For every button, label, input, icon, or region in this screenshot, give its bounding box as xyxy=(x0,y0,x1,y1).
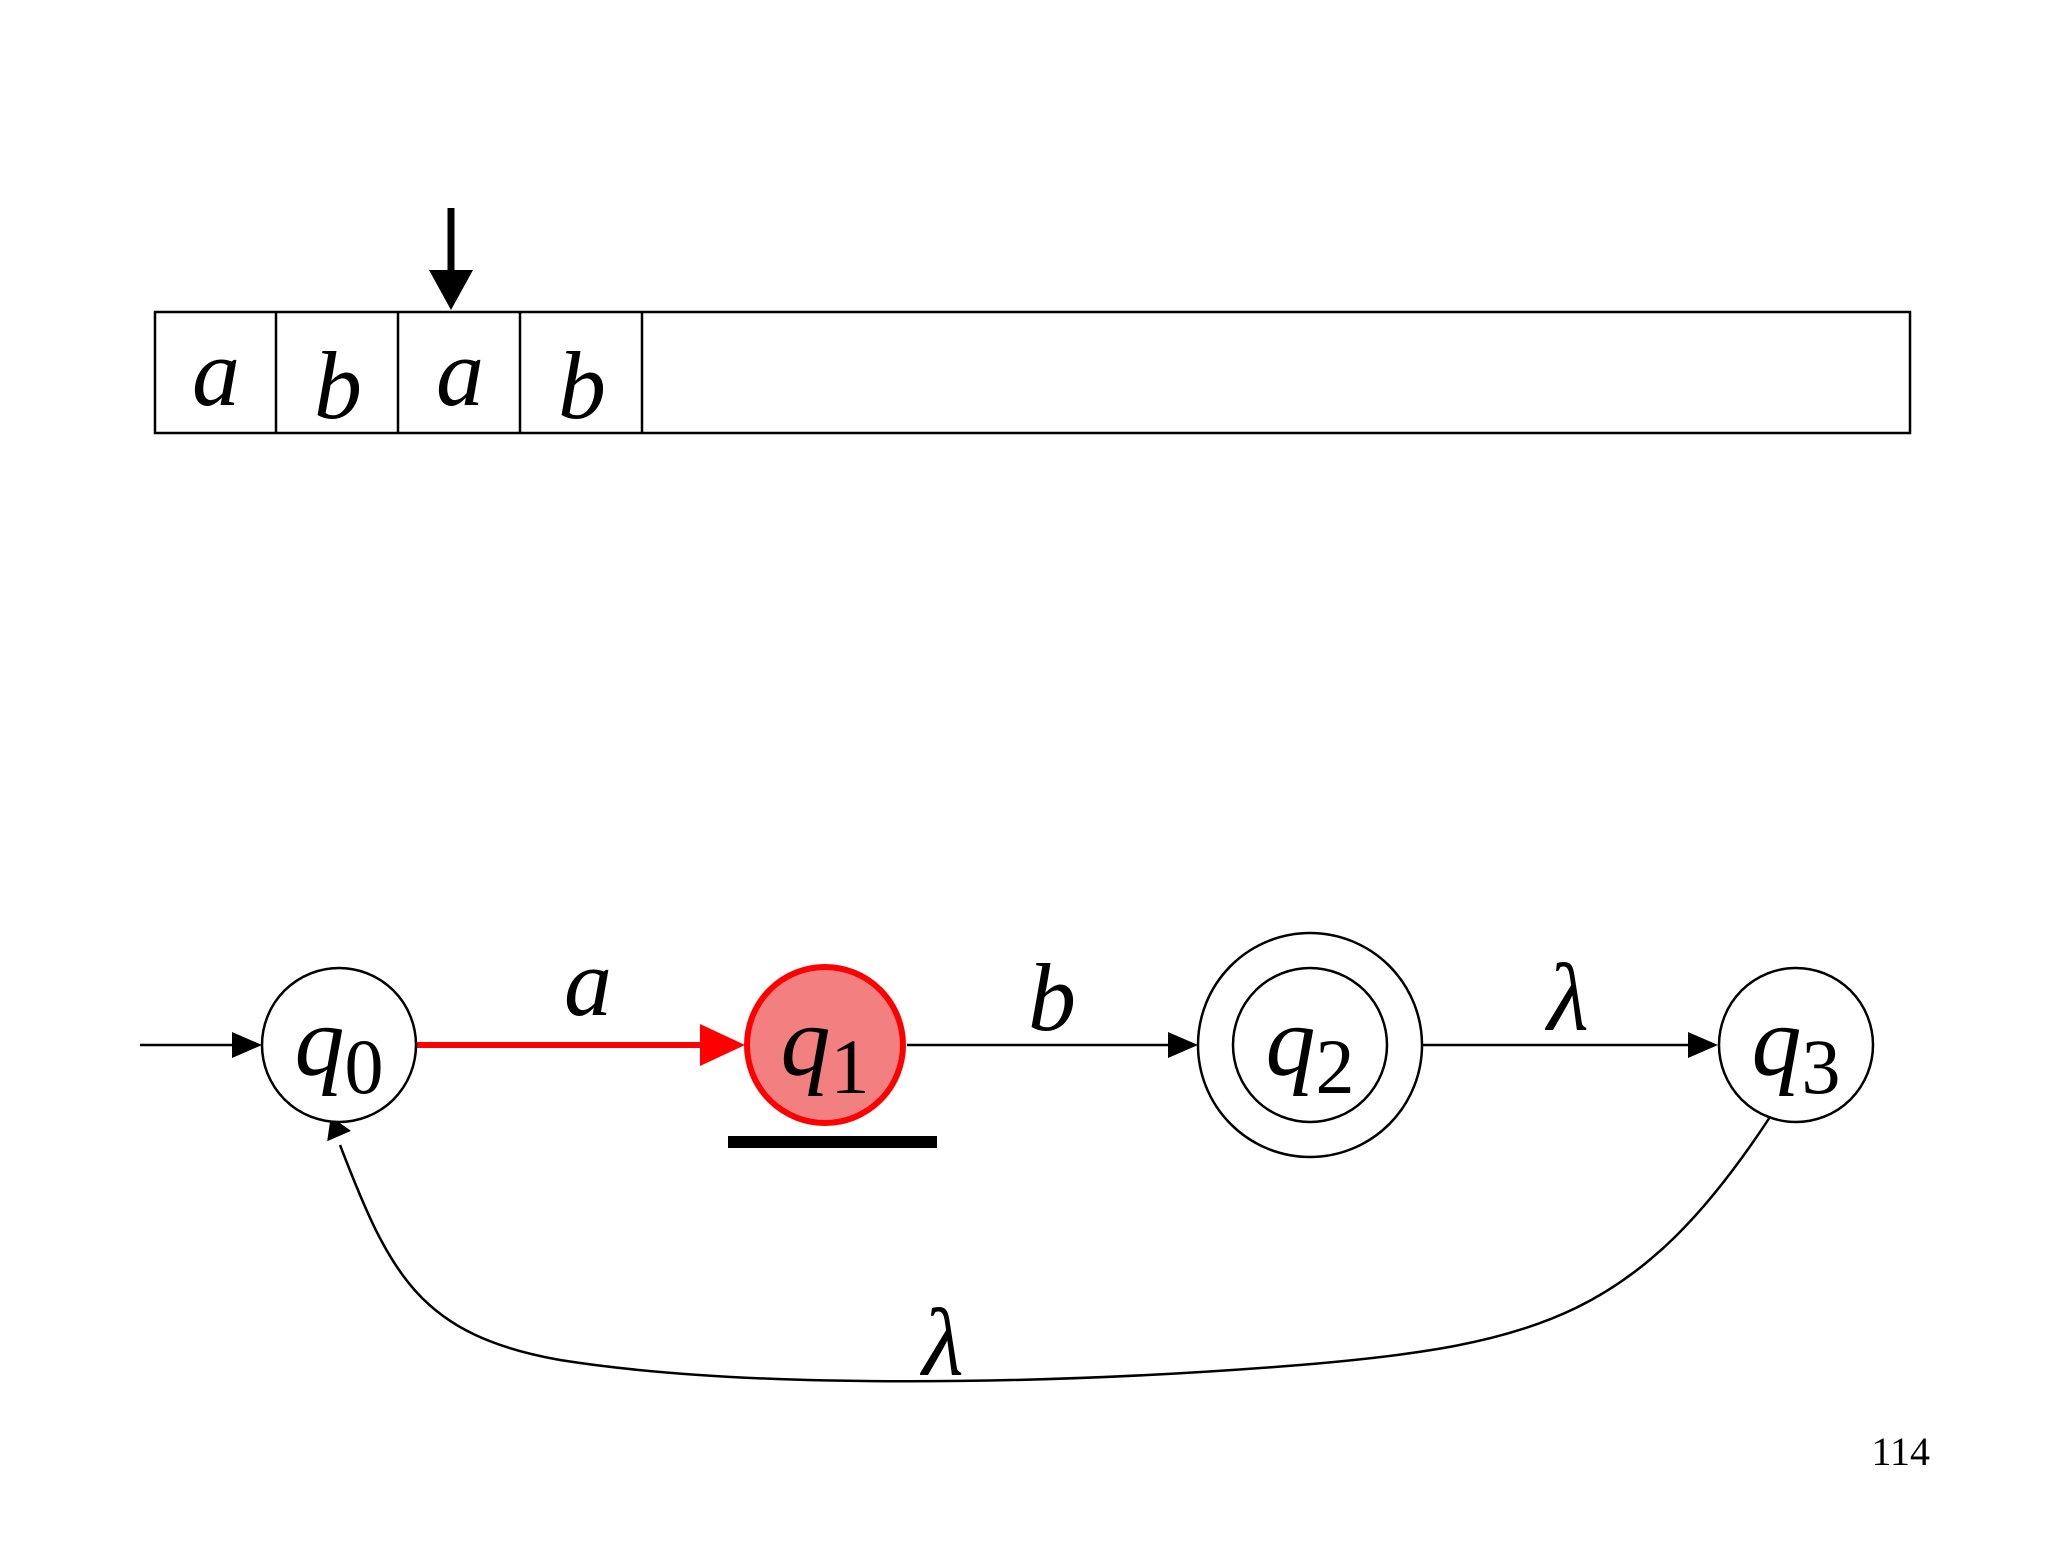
svg-text:q3: q3 xyxy=(1752,986,1841,1110)
edge-label-q0-q1: a xyxy=(564,929,612,1036)
state-q2: q2 xyxy=(1196,931,1424,1159)
tape-head-arrow xyxy=(429,208,473,310)
state-q1-label: q xyxy=(781,986,831,1097)
state-q3-subscript: 3 xyxy=(1802,1023,1841,1110)
state-q0-subscript: 0 xyxy=(345,1023,384,1110)
state-q2-label: q xyxy=(1266,986,1316,1097)
state-q1: q1 xyxy=(744,964,906,1126)
state-q2-subscript: 2 xyxy=(1316,1023,1355,1110)
tape-cell-4: b xyxy=(558,332,606,439)
edge-q1-q2 xyxy=(907,1032,1198,1058)
page-number: 114 xyxy=(1871,1429,1930,1474)
edge-label-q1-q2: b xyxy=(1028,944,1076,1051)
svg-text:q1: q1 xyxy=(781,986,870,1110)
state-q0: q0 xyxy=(260,966,418,1124)
state-q1-subscript: 1 xyxy=(831,1023,870,1110)
tape-cell-3: a xyxy=(436,319,484,426)
edge-q0-q1 xyxy=(416,1024,745,1066)
state-q3-label: q xyxy=(1752,986,1802,1097)
edge-q2-q3 xyxy=(1422,1032,1718,1058)
svg-text:q2: q2 xyxy=(1266,986,1355,1110)
initial-state-arrow xyxy=(140,1032,262,1058)
state-q3: q3 xyxy=(1717,966,1875,1124)
edge-label-q2-q3: λ xyxy=(1544,944,1589,1051)
tape-cell-2: b xyxy=(314,332,362,439)
state-q0-label: q xyxy=(295,986,345,1097)
edge-q3-q0 xyxy=(327,1116,1772,1383)
tape-cell-1: a xyxy=(192,319,240,426)
edge-label-q3-q0: λ xyxy=(919,1289,964,1396)
input-tape: a b a b xyxy=(153,310,1912,439)
svg-text:q0: q0 xyxy=(295,986,384,1110)
current-state-marker xyxy=(728,1136,937,1148)
tape-outline xyxy=(153,310,1912,435)
